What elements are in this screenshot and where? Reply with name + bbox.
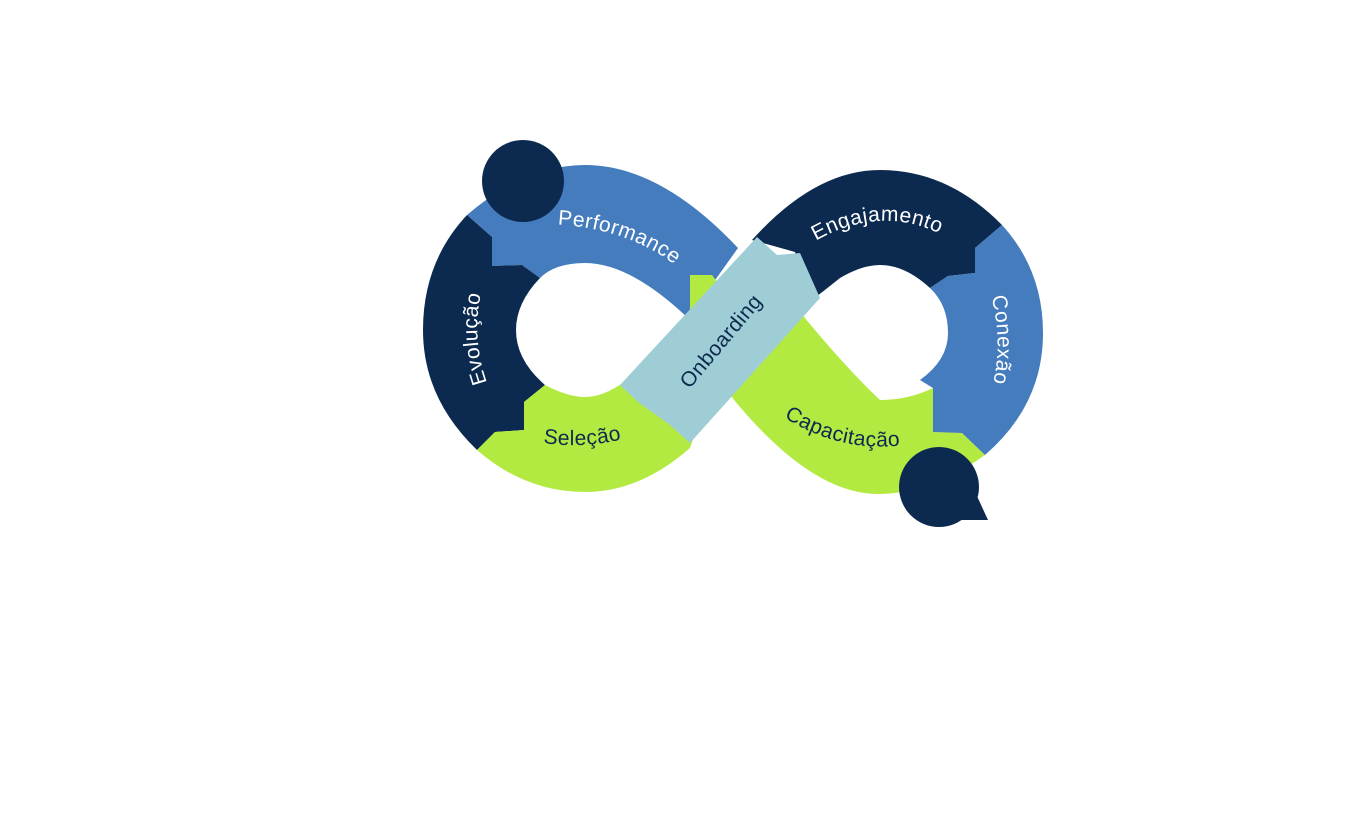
segment-engajamento bbox=[752, 170, 1002, 300]
speech-bubble-icon bbox=[899, 447, 988, 527]
start-dot-icon bbox=[482, 140, 564, 222]
segment-evolucao bbox=[423, 215, 545, 450]
segment-capacitacao bbox=[730, 312, 985, 494]
segment-onboarding bbox=[620, 237, 820, 443]
segment-selecao bbox=[477, 275, 738, 492]
segment-conexao bbox=[920, 225, 1043, 455]
